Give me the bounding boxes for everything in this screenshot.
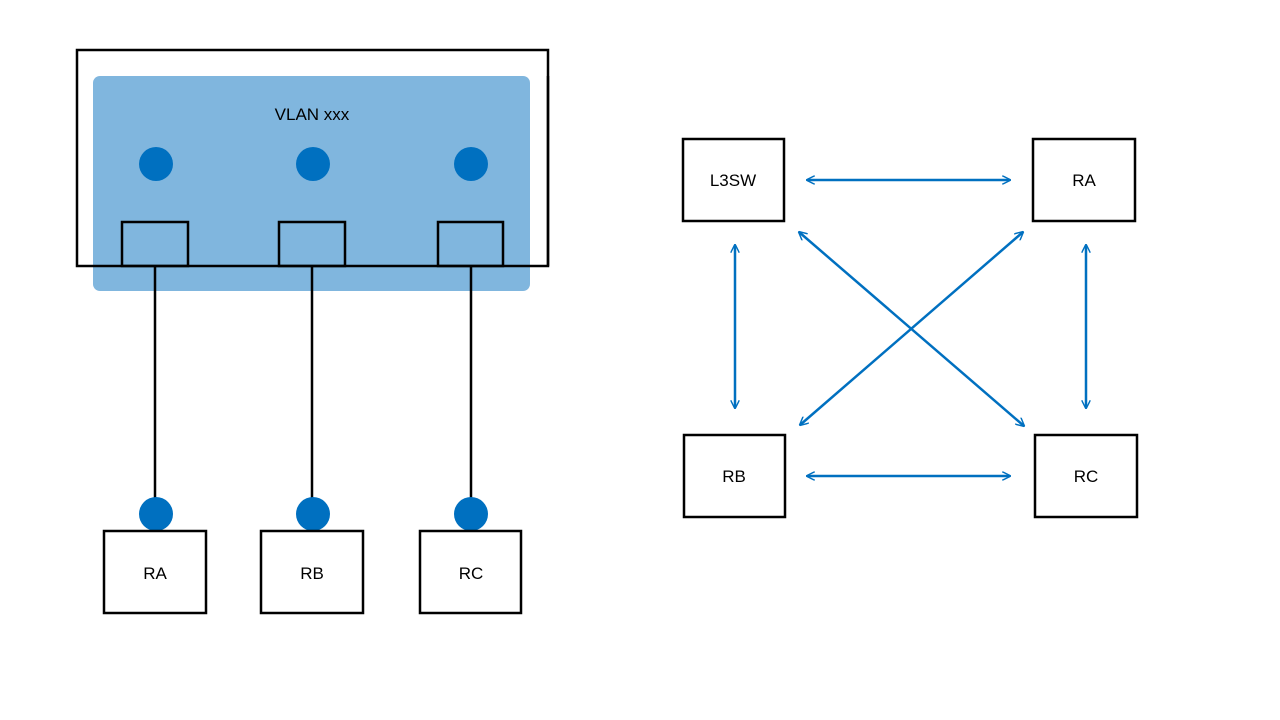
node-rb: RB <box>682 433 787 519</box>
router-rb: RB <box>259 529 365 615</box>
vlan-label: VLAN xxx <box>275 105 350 124</box>
node-ra: RA <box>1031 137 1137 223</box>
vlan-area <box>93 76 530 291</box>
router-rc: RC <box>418 529 523 615</box>
router-interface-dot <box>296 497 330 531</box>
router-interface-dot <box>139 497 173 531</box>
node-l3sw: L3SW <box>681 137 786 223</box>
vlan-member-dot <box>139 147 173 181</box>
node-label: RB <box>722 467 746 486</box>
router-interface-dot <box>454 497 488 531</box>
node-label: RA <box>1072 171 1096 190</box>
router-ra: RA <box>102 529 208 615</box>
link-arrow-ra-rb <box>800 232 1023 425</box>
node-label: RC <box>1074 467 1099 486</box>
router-label: RB <box>300 564 324 583</box>
node-label: L3SW <box>710 171 756 190</box>
switch-view: VLAN xxx RA RB RC <box>75 48 550 615</box>
vlan-member-dot <box>454 147 488 181</box>
router-label: RA <box>143 564 167 583</box>
vlan-member-dot <box>296 147 330 181</box>
node-rc: RC <box>1033 433 1139 519</box>
router-label: RC <box>459 564 484 583</box>
mesh-view: L3SW RA RB RC <box>681 137 1139 519</box>
